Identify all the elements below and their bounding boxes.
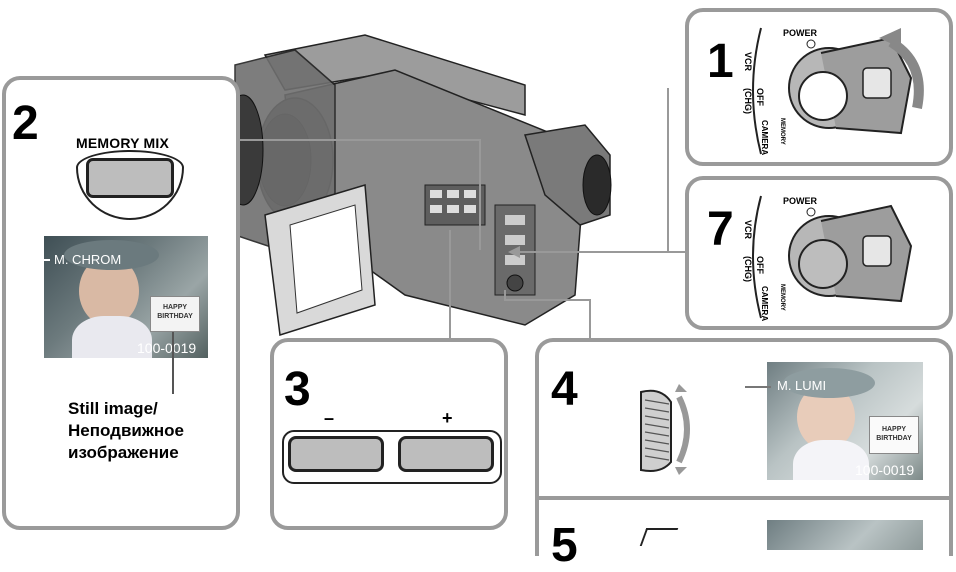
power-label-7: POWER: [783, 196, 818, 206]
card-line-1: HAPPY: [162, 304, 188, 311]
memory-mix-label: MEMORY MIX: [76, 135, 170, 151]
step4-card-line-1: HAPPY: [881, 426, 907, 433]
step-number-5: 5: [551, 519, 578, 572]
plus-label: +: [442, 408, 453, 428]
step4-greeting-card: HAPPY BIRTHDAY: [869, 416, 919, 454]
step-number-7: 7: [707, 203, 734, 256]
mode-leader: [32, 259, 50, 261]
step4-card-line-2: BIRTHDAY: [876, 435, 912, 442]
off-label-1: OFF: [755, 88, 765, 106]
step-4-panel: 4 HAPPY BIRTHDAY M. LUMI 100-0019: [535, 338, 953, 502]
caption-line-2: Неподвижное: [68, 421, 185, 440]
step5-dial-top: [639, 528, 679, 546]
step-1-panel: 1 POWER VCR OFF (CHG) CAMERA MEMORY: [685, 8, 953, 166]
memory-label-1: MEMORY: [779, 118, 785, 145]
vcr-label-1: VCR: [743, 52, 753, 72]
step-number-2: 2: [12, 97, 39, 150]
caption-leader: [172, 332, 174, 394]
power-label-1: POWER: [783, 28, 818, 38]
step4-mode-label: M. LUMI: [777, 378, 827, 393]
adjust-dial[interactable]: [631, 382, 701, 477]
power-dial-1: [752, 27, 924, 155]
still-image-photo: HAPPY BIRTHDAY M. CHROM 100-0019: [44, 236, 208, 358]
step-5-panel: 5: [535, 496, 953, 570]
memory-mix-button[interactable]: [86, 158, 174, 198]
greeting-card: HAPPY BIRTHDAY: [150, 296, 200, 332]
chg-label-7: (CHG): [743, 256, 753, 282]
step4-photo: HAPPY BIRTHDAY M. LUMI 100-0019: [767, 362, 923, 480]
step-number-1: 1: [707, 35, 734, 88]
camera-label-1: CAMERA: [760, 120, 769, 156]
step-2-panel: 2 MEMORY MIX HAPPY BIRTHDAY M. CHROM 100…: [2, 76, 240, 530]
step-number-3: 3: [284, 363, 311, 416]
step4-mode-leader: [745, 386, 771, 388]
caption-line-3: изображение: [68, 443, 179, 462]
mode-label: M. CHROM: [54, 252, 122, 267]
memory-label-7: MEMORY: [779, 284, 785, 311]
camera-label-7: CAMERA: [760, 286, 769, 322]
file-number: 100-0019: [137, 340, 197, 356]
step-3-panel: 3 – +: [270, 338, 508, 530]
card-line-2: BIRTHDAY: [157, 313, 193, 320]
step5-photo: [767, 520, 923, 550]
leader-lines: [232, 88, 685, 340]
plus-button[interactable]: [398, 436, 494, 472]
minus-label: –: [324, 408, 335, 428]
step-7-panel: 7 POWER VCR OFF (CHG) CAMERA MEMORY: [685, 176, 953, 330]
still-image-caption: Still image/ Неподвижное изображение: [68, 398, 184, 464]
power-dial-7: [752, 195, 913, 319]
off-label-7: OFF: [755, 256, 765, 274]
chg-label-1: (CHG): [743, 88, 753, 114]
step4-file-number: 100-0019: [855, 462, 915, 478]
minus-button[interactable]: [288, 436, 384, 472]
caption-line-1: Still image/: [68, 399, 158, 418]
step-number-4: 4: [551, 363, 578, 416]
vcr-label-7: VCR: [743, 220, 753, 240]
